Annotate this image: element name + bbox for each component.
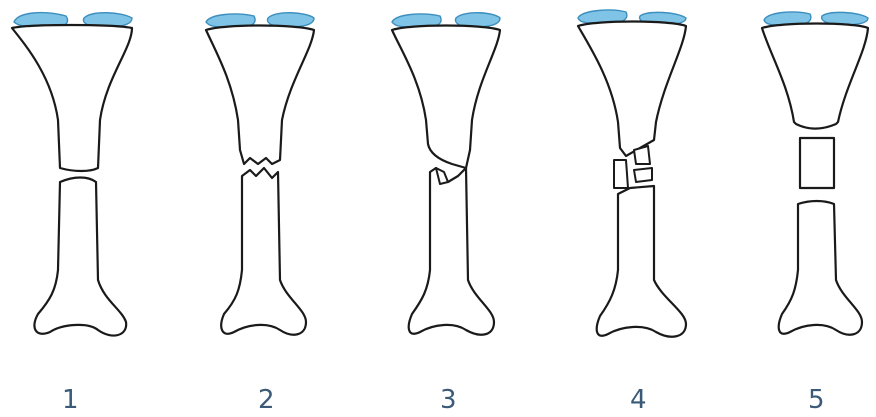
fragment-c xyxy=(634,168,652,182)
bone-1-transverse xyxy=(12,13,132,336)
lower-fragment xyxy=(34,178,126,336)
lower-fragment xyxy=(409,168,494,335)
upper-fragment xyxy=(578,22,686,157)
lower-fragment xyxy=(597,186,686,337)
panel-label-2: 2 xyxy=(258,385,275,415)
bone-2-jagged xyxy=(206,13,314,335)
bone-3-oblique xyxy=(392,13,500,335)
fragment-a xyxy=(614,160,628,188)
lower-fragment xyxy=(221,168,306,335)
upper-fragment xyxy=(12,25,132,171)
panel-label-3: 3 xyxy=(440,385,457,415)
lower-fragment xyxy=(779,201,862,335)
bone-5-segmental xyxy=(762,12,868,335)
panel-label-4: 4 xyxy=(630,385,647,415)
panel-label-5: 5 xyxy=(808,385,825,415)
fragment-b xyxy=(634,146,650,164)
middle-segment xyxy=(800,138,834,188)
bone-4-segmental xyxy=(578,10,686,337)
upper-fragment xyxy=(206,26,314,165)
upper-fragment xyxy=(392,26,500,169)
panel-label-1: 1 xyxy=(62,385,79,415)
upper-fragment xyxy=(762,24,868,129)
